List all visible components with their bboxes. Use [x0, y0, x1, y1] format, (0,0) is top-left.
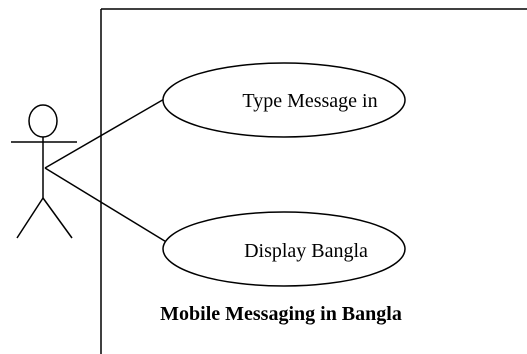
association-line-type-message	[44, 97, 167, 169]
actor-head	[28, 104, 58, 138]
system-title: Mobile Messaging in Bangla	[160, 303, 402, 325]
use-case-type-message-label: Type Message in	[242, 90, 377, 112]
actor-right-leg	[42, 197, 73, 239]
use-case-display-bangla-label: Display Bangla	[244, 240, 368, 262]
use-case-type-message-ellipse	[162, 62, 406, 138]
use-case-display-bangla-ellipse	[162, 211, 406, 287]
use-case-display-bangla: Display Bangla	[162, 211, 406, 287]
actor-left-leg	[16, 197, 44, 239]
system-boundary	[100, 8, 527, 354]
actor-stick-figure	[11, 104, 77, 239]
use-case-type-message: Type Message in	[162, 62, 406, 138]
association-line-display-bangla	[44, 167, 169, 244]
